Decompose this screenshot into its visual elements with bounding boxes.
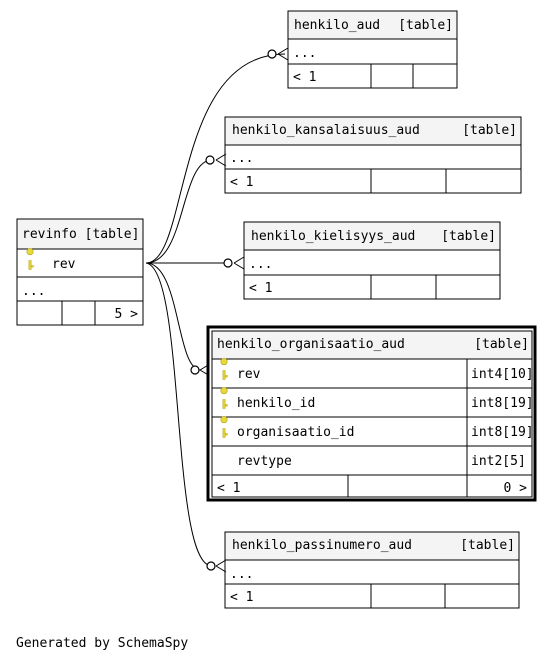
crowfoot-icon [205,153,227,167]
table-name: henkilo_aud [294,18,380,33]
crowfoot-icon [267,47,289,61]
table-name: henkilo_organisaatio_aud [217,337,405,352]
more-columns: ... [22,284,45,299]
column-type: int4[10] [471,367,534,382]
column-type: int8[19] [471,425,534,440]
table-type-tag: [table] [398,18,453,33]
column-name: rev [52,257,76,272]
table-revinfo[interactable]: revinfo [table] rev ... 5 > [16,218,144,326]
relationship-ends [190,47,289,573]
column-row-organisaatio-id: organisaatio_id int8[19] [220,416,534,440]
crowfoot-icon [223,256,245,270]
crowfoot-icon [206,559,227,573]
table-name: henkilo_kansalaisuus_aud [232,123,420,138]
relationship-lines [145,53,286,567]
children-count[interactable]: < 1 [217,481,240,496]
table-name: revinfo [table] [22,227,139,242]
children-count[interactable]: < 1 [293,70,316,85]
table-henkilo-kansalaisuus-aud[interactable]: henkilo_kansalaisuus_aud [table] ... < 1 [224,116,522,194]
table-henkilo-passinumero-aud[interactable]: henkilo_passinumero_aud [table] ... < 1 [224,531,520,609]
parents-count[interactable]: 0 > [504,481,528,496]
children-count[interactable]: < 1 [230,175,253,190]
table-henkilo-kielisyys-aud[interactable]: henkilo_kielisyys_aud [table] ... < 1 [243,221,501,300]
column-name: henkilo_id [237,396,315,411]
column-type: int2[5] [471,454,526,469]
children-count[interactable]: < 1 [249,281,272,296]
column-name: rev [237,367,261,382]
more-columns: ... [230,151,253,166]
primary-key-icon [220,416,228,438]
column-name: revtype [237,454,292,469]
table-henkilo-organisaatio-aud[interactable]: henkilo_organisaatio_aud [table] rev int… [206,325,537,502]
table-name: henkilo_passinumero_aud [232,538,412,553]
table-type-tag: [table] [474,337,529,352]
column-row-henkilo-id: henkilo_id int8[19] [220,387,534,411]
table-henkilo-aud[interactable]: henkilo_aud [table] ... < 1 [287,10,458,89]
table-name: henkilo_kielisyys_aud [251,229,415,244]
generator-footer: Generated by SchemaSpy [16,636,189,651]
more-columns: ... [249,257,272,272]
column-type: int8[19] [471,396,534,411]
table-type-tag: [table] [460,538,515,553]
more-columns: ... [293,46,316,61]
children-count[interactable]: < 1 [230,590,253,605]
parents-count[interactable]: 5 > [115,307,139,322]
primary-key-icon [26,248,34,270]
more-columns: ... [230,567,253,582]
column-name: organisaatio_id [237,425,354,440]
relation-henkilo-aud [145,53,286,264]
column-row-revtype: revtype int2[5] [237,454,526,469]
table-type-tag: [table] [441,229,496,244]
table-type-tag: [table] [462,123,517,138]
column-row-rev: rev int4[10] [220,358,534,382]
primary-key-icon [220,387,228,409]
primary-key-icon [220,358,228,380]
